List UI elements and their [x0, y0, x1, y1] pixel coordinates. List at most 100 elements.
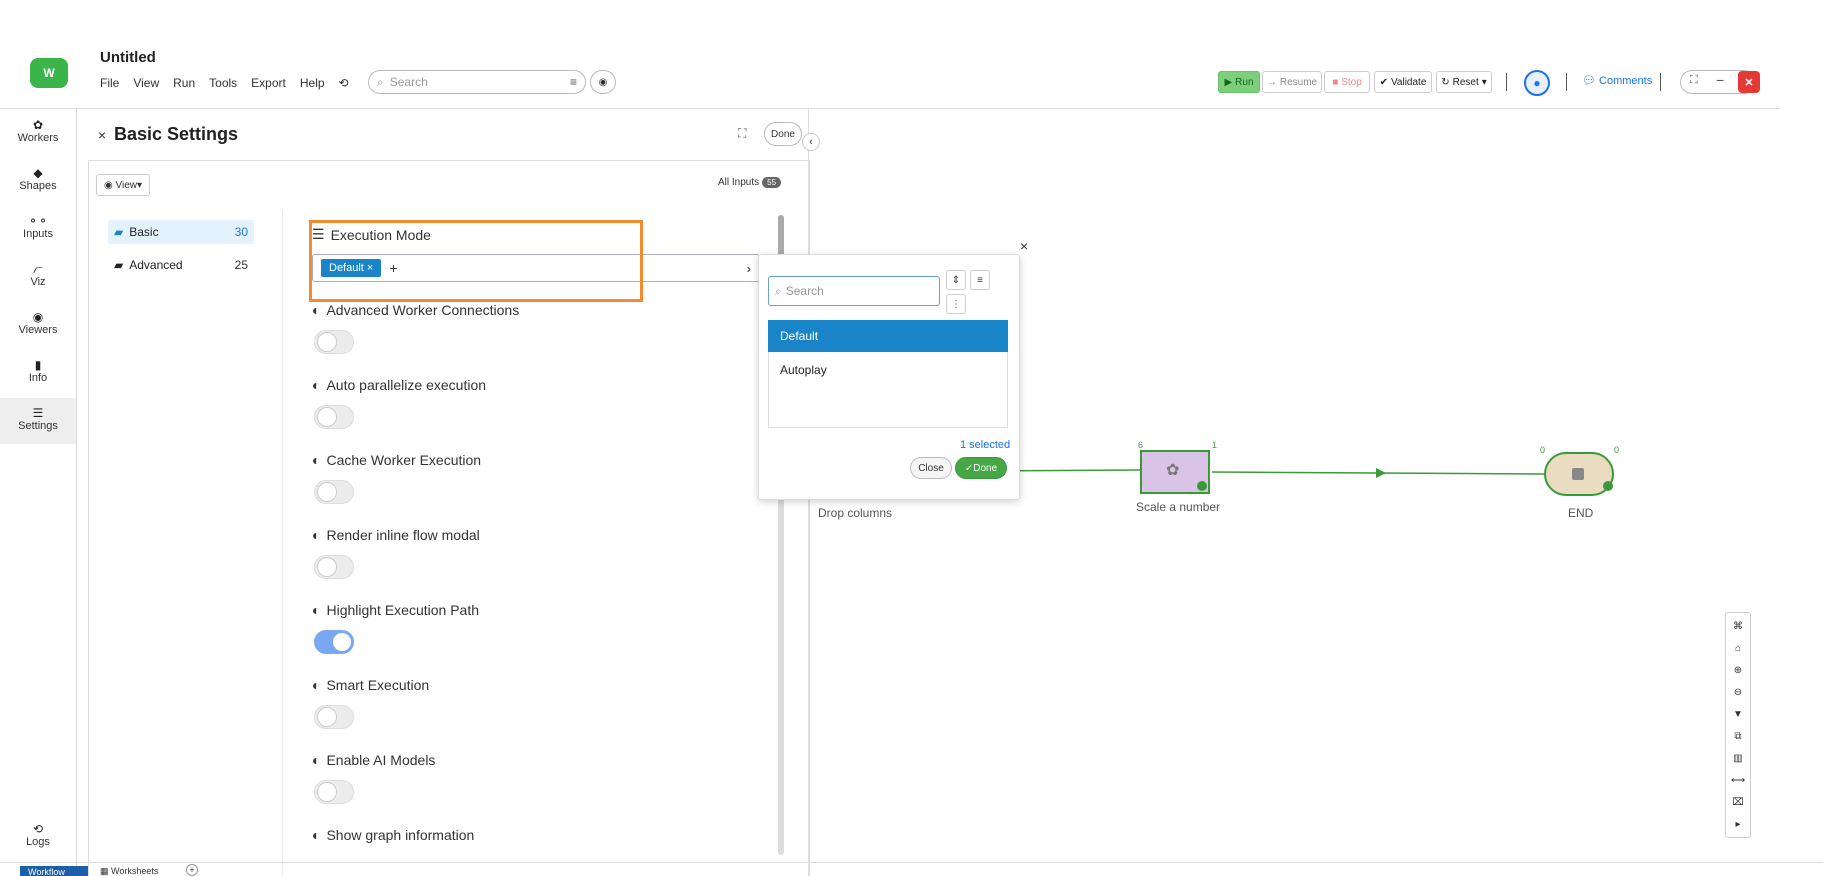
- fit-screen-icon[interactable]: ⌘: [1733, 621, 1743, 632]
- dropdown-close-icon[interactable]: ×: [1020, 238, 1029, 254]
- zoom-in-icon[interactable]: ⊕: [1733, 665, 1743, 676]
- expand-icon[interactable]: ⛶: [738, 126, 747, 140]
- toggle-knob: [317, 707, 337, 727]
- all-inputs-count-badge: 55: [762, 177, 782, 188]
- reset-button[interactable]: ↻Reset▾: [1436, 71, 1492, 93]
- settings-done-button[interactable]: Done: [764, 122, 802, 146]
- option-autoplay[interactable]: Autoplay: [780, 363, 827, 377]
- chevron-right-icon[interactable]: ›: [746, 260, 751, 276]
- toggle-knob: [317, 557, 337, 577]
- menu-view[interactable]: View: [133, 76, 160, 90]
- option-default[interactable]: Default: [768, 320, 1008, 352]
- rail-settings[interactable]: ☰Settings: [0, 398, 76, 444]
- scrollbar-thumb[interactable]: [778, 215, 784, 263]
- stop-button[interactable]: ■Stop: [1324, 71, 1370, 93]
- toggle-knob: [317, 482, 337, 502]
- close-icon[interactable]: ×: [98, 127, 107, 143]
- user-avatar-icon[interactable]: ●: [1524, 70, 1550, 96]
- check-circle-icon: ✔: [1379, 76, 1388, 88]
- node-out-port: 0: [1614, 445, 1620, 455]
- view-dropdown-button[interactable]: ◉ View▾: [96, 174, 150, 196]
- toggle-icon: ◐: [312, 827, 321, 843]
- history-icon[interactable]: ⟲: [338, 76, 349, 90]
- folder-icon: ▰: [114, 225, 124, 239]
- sort-icon[interactable]: ⇕: [946, 270, 966, 290]
- toggle-icon: ◐: [312, 752, 321, 768]
- node-label-scale-a-number: Scale a number: [1136, 500, 1221, 514]
- minimize-icon[interactable]: −: [1716, 72, 1725, 88]
- menu-help[interactable]: Help: [299, 76, 325, 90]
- rail-logs[interactable]: ⟲Logs: [0, 822, 76, 848]
- menu-run[interactable]: Run: [173, 76, 196, 90]
- chart-icon: ⦧: [33, 262, 43, 276]
- toggle-knob: [317, 407, 337, 427]
- home-icon[interactable]: ⌂: [1734, 643, 1742, 654]
- refresh-icon: ↻: [1441, 76, 1450, 88]
- selected-tag-default[interactable]: Default ×: [321, 259, 382, 277]
- dropdown-close-button[interactable]: Close: [910, 457, 952, 479]
- filter-icon[interactable]: ≡: [569, 75, 577, 89]
- tag-remove-icon[interactable]: ×: [366, 262, 374, 274]
- fit-width-icon[interactable]: ⟷: [1730, 775, 1746, 786]
- search-input[interactable]: ⌕ Search ≡: [368, 70, 586, 94]
- filter-icon[interactable]: ≡: [970, 270, 990, 290]
- comments-button[interactable]: 💬︎ Comments: [1582, 75, 1653, 87]
- eye-icon: ◉: [103, 179, 113, 191]
- rail-workers[interactable]: ✿Workers: [0, 118, 76, 144]
- rail-viewers[interactable]: ◉Viewers: [0, 310, 76, 336]
- add-tab-icon[interactable]: +: [186, 864, 198, 876]
- toolbar-divider: [1660, 73, 1661, 91]
- menu-file[interactable]: File: [100, 76, 120, 90]
- tab-workflow[interactable]: Workflow: [20, 866, 88, 876]
- caret-down-icon: ▾: [136, 179, 143, 191]
- pointer-icon[interactable]: ▸: [1735, 819, 1741, 830]
- render-inline-flow-modal-toggle[interactable]: [314, 555, 354, 579]
- auto-parallelize-toggle[interactable]: [314, 405, 354, 429]
- smart-execution-toggle[interactable]: [314, 705, 354, 729]
- app-title: Untitled: [100, 49, 156, 66]
- rail-shapes[interactable]: ◆Shapes: [0, 166, 76, 192]
- scrollbar-track[interactable]: [778, 215, 784, 855]
- collapse-panel-icon[interactable]: ‹: [802, 133, 820, 151]
- menu-tools[interactable]: Tools: [209, 76, 238, 90]
- execution-mode-select[interactable]: Default × + ›: [312, 254, 760, 282]
- tab-worksheets[interactable]: ▦ Worksheets: [100, 866, 159, 876]
- highlight-execution-path-toggle[interactable]: [314, 630, 354, 654]
- more-options-icon[interactable]: ⋮: [946, 294, 966, 314]
- search-placeholder: Search: [389, 75, 428, 89]
- fullscreen-icon[interactable]: ⛶: [1690, 74, 1698, 86]
- category-count: 25: [234, 258, 248, 272]
- check-icon: ✓: [964, 462, 974, 474]
- resume-button[interactable]: →Resume: [1262, 71, 1322, 93]
- node-label-drop-columns: Drop columns: [818, 506, 893, 520]
- advanced-worker-connections-toggle[interactable]: [314, 330, 354, 354]
- play-icon: ▶: [1224, 76, 1233, 88]
- rail-divider: [76, 108, 77, 876]
- theme-toggle-button[interactable]: ◉: [590, 70, 616, 94]
- zoom-out-icon[interactable]: ⊖: [1733, 687, 1743, 698]
- close-window-icon[interactable]: ✕: [1738, 71, 1760, 93]
- rail-inputs[interactable]: ⚬⚬Inputs: [0, 214, 76, 240]
- gear-icon: ✿: [32, 118, 44, 132]
- run-button[interactable]: ▶Run: [1218, 71, 1260, 93]
- dropdown-done-button[interactable]: ✓Done: [955, 457, 1007, 479]
- rail-info[interactable]: ▮Info: [0, 358, 76, 384]
- bar-chart-icon[interactable]: ▥: [1733, 753, 1743, 764]
- setting-label: ◐Render inline flow modal: [312, 527, 480, 543]
- menu-export[interactable]: Export: [251, 76, 286, 90]
- dropdown-search-input[interactable]: ⌕Search: [768, 276, 940, 306]
- cache-worker-execution-toggle[interactable]: [314, 480, 354, 504]
- add-value-icon[interactable]: +: [389, 260, 398, 276]
- copy-icon[interactable]: ⧉: [1734, 731, 1742, 742]
- filter-icon[interactable]: ▼: [1733, 709, 1743, 720]
- table-icon: ▦: [100, 866, 109, 876]
- rail-viz[interactable]: ⦧Viz: [0, 262, 76, 288]
- enable-ai-models-toggle[interactable]: [314, 780, 354, 804]
- validate-button[interactable]: ✔Validate: [1374, 71, 1432, 93]
- trash-icon[interactable]: ⌧: [1732, 797, 1744, 808]
- diamond-icon: ◆: [33, 166, 43, 180]
- footer-divider: [0, 862, 1823, 863]
